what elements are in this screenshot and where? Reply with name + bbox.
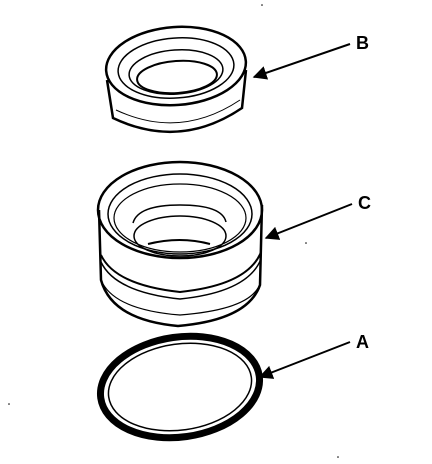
part-b-bearing	[104, 25, 248, 134]
callout-b: B	[356, 33, 369, 53]
callout-c: C	[358, 193, 371, 213]
part-c-housing	[96, 160, 264, 328]
leader-b	[252, 43, 351, 80]
callout-a: A	[356, 332, 369, 352]
scan-specks	[8, 4, 339, 458]
part-a-o-ring	[96, 332, 264, 442]
leader-a	[258, 341, 351, 379]
leader-c	[264, 203, 353, 240]
